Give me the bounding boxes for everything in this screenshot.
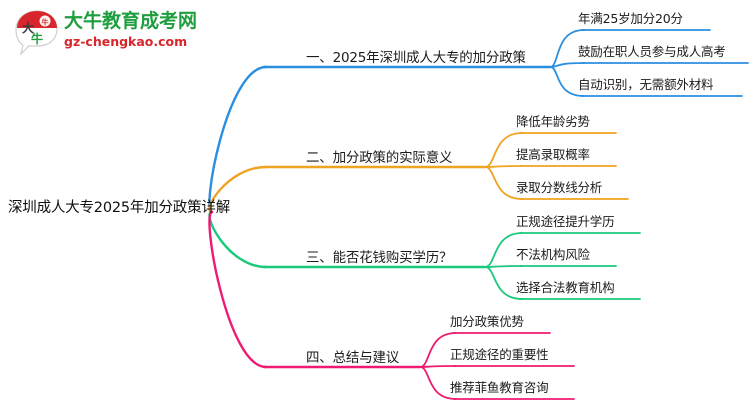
mindmap-connector (208, 65, 268, 214)
mindmap-leaf-node-1-1[interactable]: 年满25岁加分20分 (578, 11, 683, 26)
mindmap-connector (484, 266, 523, 300)
mindmap-connector (484, 265, 523, 268)
mindmap-connector (484, 165, 523, 168)
svg-text:牛: 牛 (31, 31, 43, 46)
mindmap-connector (208, 210, 268, 369)
mindmap-connector (549, 29, 585, 68)
mindmap-leaf-node-4-3[interactable]: 推荐菲鱼教育咨询 (450, 380, 549, 395)
mindmap-connector (419, 366, 457, 400)
mindmap-connector (419, 365, 457, 368)
logo-subtitle: gz-chengkao.com (64, 34, 188, 49)
mindmap-connector (549, 66, 585, 97)
mindmap-branch-node-1[interactable]: 一、2025年深圳成人大专的加分政策 (306, 50, 526, 66)
mindmap-leaf-node-1-2[interactable]: 鼓励在职人员参与成人高考 (578, 44, 726, 59)
mindmap-leaf-node-4-2[interactable]: 正规途径的重要性 (450, 347, 549, 362)
mindmap-root-node[interactable]: 深圳成人大专2025年加分政策详解 (8, 200, 231, 216)
mindmap-branch-node-4[interactable]: 四、总结与建议 (306, 350, 400, 366)
daniu-bull-logo-icon: 牛 大 牛 (15, 10, 58, 56)
mindmap-connector (208, 165, 268, 214)
mindmap-connector (484, 166, 523, 200)
mindmap-leaf-node-4-1[interactable]: 加分政策优势 (450, 314, 524, 329)
logo-wordmark: 大牛教育成考网 gz-chengkao.com (64, 9, 198, 57)
mindmap-leaf-node-3-3[interactable]: 选择合法教育机构 (516, 280, 615, 295)
mindmap-leaf-node-1-3[interactable]: 自动识别，无需额外材料 (578, 77, 714, 92)
mindmap-leaf-node-2-2[interactable]: 提高录取概率 (516, 147, 590, 162)
svg-text:牛: 牛 (42, 18, 49, 27)
mindmap-branch-node-3[interactable]: 三、能否花钱购买学历？ (306, 250, 453, 266)
site-logo: 牛 大 牛 大牛教育成考网 gz-chengkao.com (8, 6, 198, 60)
mindmap-connector (484, 232, 523, 268)
mindmap-leaf-node-3-2[interactable]: 不法机构风险 (516, 247, 590, 262)
mindmap-connector (419, 332, 457, 368)
mindmap-connector (208, 210, 268, 269)
mindmap-connector (484, 132, 523, 168)
mindmap-branch-node-2[interactable]: 二、加分政策的实际意义 (306, 150, 453, 166)
svg-text:大: 大 (22, 20, 34, 35)
mindmap-leaf-node-2-3[interactable]: 录取分数线分析 (516, 180, 603, 195)
mindmap-leaf-node-3-1[interactable]: 正规途径提升学历 (516, 214, 615, 229)
logo-title: 大牛教育成考网 (64, 10, 198, 32)
mindmap-leaf-node-2-1[interactable]: 降低年龄劣势 (516, 114, 590, 129)
